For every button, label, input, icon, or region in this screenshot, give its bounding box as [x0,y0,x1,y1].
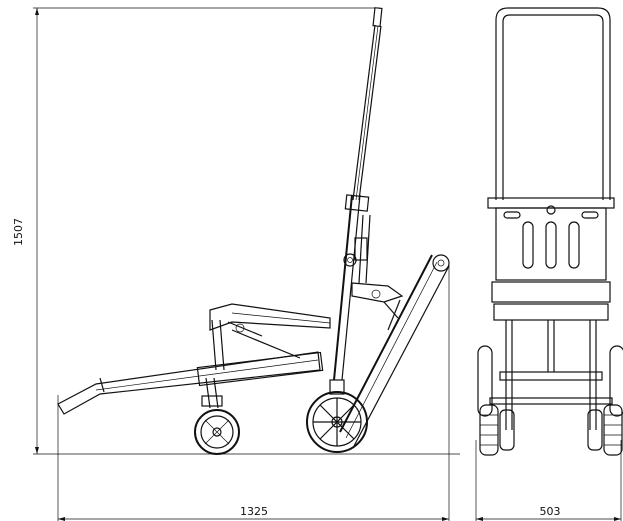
height-dimension-label: 1507 [12,218,25,246]
front-left-wheels [479,404,515,456]
arm-lever [351,282,404,319]
front-backrest [487,197,615,281]
height-dimension: 1507 [12,7,460,455]
front-lower-frame [489,281,613,430]
front-left-track [477,345,493,417]
front-handle [495,7,611,200]
width-dimension: 503 [475,440,622,521]
front-right-wheels [587,404,623,456]
front-caster-wheel [194,409,240,455]
length-dimension-label: 1325 [240,505,268,518]
side-view [57,7,450,455]
foot-rail [57,351,324,415]
front-right-track [609,345,623,417]
track-arm [339,254,450,447]
backrest-frame [333,194,371,381]
push-handle [352,7,383,201]
rear-wheel [306,379,368,453]
length-dimension: 1325 [57,262,450,521]
seat-frame [209,303,331,371]
width-dimension-label: 503 [540,505,561,518]
caster-fork [201,377,223,409]
front-view [477,7,623,456]
